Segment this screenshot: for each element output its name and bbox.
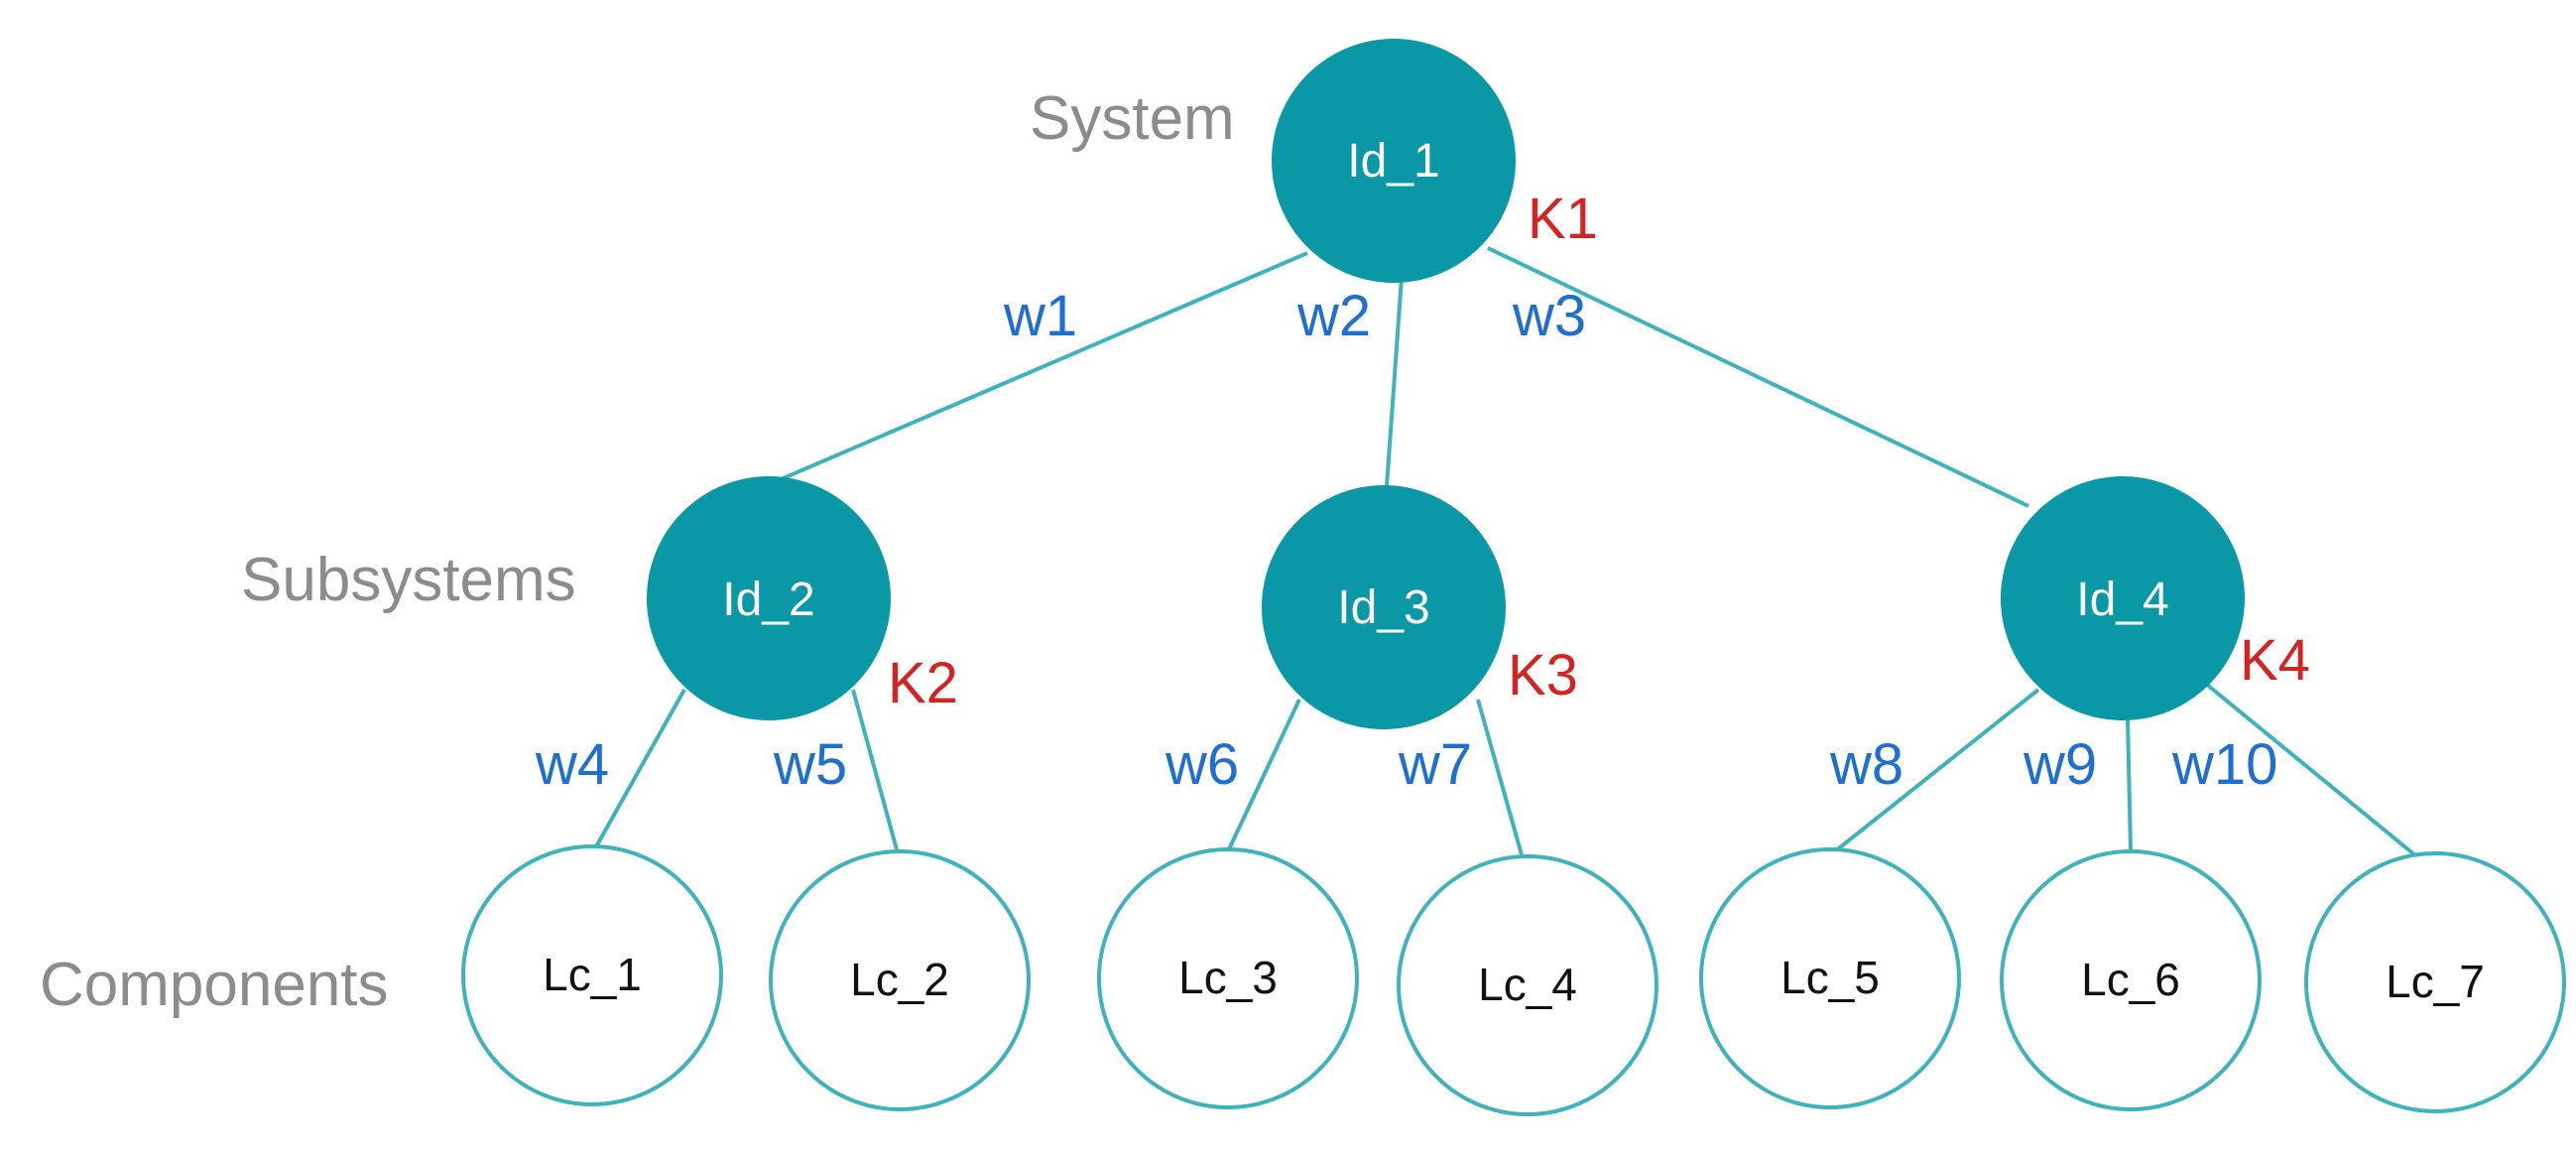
weight-label-w3: w3 — [1512, 284, 1586, 348]
node-id-3 — [1262, 485, 1506, 729]
weight-label-w1: w1 — [1003, 284, 1077, 348]
weight-label-w10: w10 — [2171, 732, 2277, 797]
node-label-lc-6: Lc_6 — [2081, 954, 2180, 1005]
level-label-components: Components — [40, 951, 389, 1019]
edge-id2-lc1 — [593, 689, 686, 849]
edge-id1-id4 — [1487, 246, 2029, 508]
node-label-lc-5: Lc_5 — [1780, 952, 1880, 1003]
weight-label-w7: w7 — [1398, 732, 1472, 797]
component-nodes: Lc_1 Lc_2 Lc_3 Lc_4 Lc_5 Lc_6 Lc_7 — [461, 844, 2566, 1116]
node-lc-2 — [769, 849, 1031, 1111]
node-label-lc-3: Lc_3 — [1178, 952, 1278, 1003]
node-lc-5 — [1699, 847, 1961, 1109]
weight-label-w4: w4 — [535, 732, 609, 797]
level-labels: System Subsystems Components — [40, 84, 1235, 1019]
weight-label-w9: w9 — [2023, 732, 2097, 797]
node-id-1 — [1272, 39, 1516, 283]
level-label-system: System — [1030, 84, 1235, 153]
k-label-k2: K2 — [888, 651, 958, 715]
node-label-id-2: Id_2 — [722, 574, 814, 626]
system-node: Id_1 — [1272, 39, 1516, 283]
weight-label-w8: w8 — [1829, 732, 1903, 797]
edge-id4-lc6 — [2126, 718, 2133, 852]
k-label-k4: K4 — [2240, 628, 2310, 693]
node-id-4 — [2001, 476, 2245, 720]
edges — [593, 246, 2417, 859]
k-label-k3: K3 — [1508, 643, 1578, 708]
node-lc-3 — [1097, 847, 1359, 1109]
weight-label-w5: w5 — [773, 732, 847, 797]
level-label-subsystems: Subsystems — [241, 546, 576, 614]
node-id-2 — [647, 476, 891, 720]
edge-id3-lc4 — [1476, 699, 1525, 859]
node-lc-6 — [2000, 849, 2262, 1111]
node-label-lc-1: Lc_1 — [543, 949, 642, 1000]
subsystem-nodes: Id_2 Id_3 Id_4 — [647, 476, 2245, 729]
weight-label-w6: w6 — [1165, 732, 1239, 797]
node-label-lc-2: Lc_2 — [850, 954, 949, 1005]
k-labels: K1 K2 K3 K4 — [888, 187, 2310, 715]
weight-label-w2: w2 — [1296, 284, 1371, 348]
node-label-lc-7: Lc_7 — [2386, 956, 2485, 1007]
edge-id2-lc2 — [851, 689, 900, 854]
node-lc-1 — [461, 844, 723, 1106]
k-label-k1: K1 — [1528, 187, 1598, 251]
node-label-id-4: Id_4 — [2076, 574, 2168, 626]
node-label-lc-4: Lc_4 — [1478, 959, 1577, 1010]
weight-labels: w1 w2 w3 w4 w5 w6 w7 w8 w9 w10 — [535, 284, 2277, 797]
edge-id1-id2 — [771, 251, 1308, 485]
edge-id4-lc7 — [2205, 683, 2417, 857]
node-label-id-3: Id_3 — [1337, 581, 1429, 634]
edge-id1-id3 — [1385, 277, 1404, 487]
node-lc-7 — [2304, 851, 2566, 1113]
edge-id4-lc5 — [1833, 688, 2040, 853]
node-lc-4 — [1397, 854, 1658, 1116]
node-label-id-1: Id_1 — [1347, 135, 1439, 188]
edge-id3-lc3 — [1226, 699, 1301, 852]
